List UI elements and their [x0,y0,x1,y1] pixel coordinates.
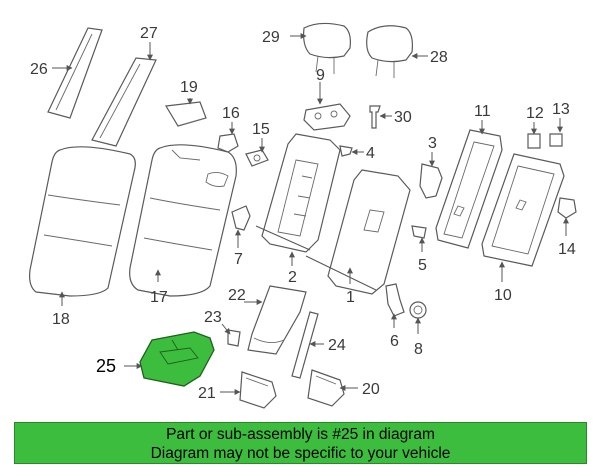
part-19-cover[interactable] [165,101,207,127]
label-6: 6 [390,333,399,350]
label-15: 15 [252,121,270,138]
part-18-backrest-cushion[interactable] [29,146,136,297]
label-12: 12 [526,105,544,122]
label-9: 9 [316,67,325,84]
part-22-panel[interactable] [247,285,307,355]
label-26: 26 [30,61,48,78]
part-29-headrest[interactable] [303,22,351,74]
label-8: 8 [414,341,423,358]
part-25-highlighted[interactable] [139,331,215,387]
part-23-bracket[interactable] [227,329,241,347]
label-11: 11 [474,103,491,120]
part-2-frame[interactable] [255,133,341,253]
label-27: 27 [140,25,158,42]
part-11-back-panel[interactable] [435,129,503,249]
part-5-bracket[interactable] [411,225,427,239]
part-10-back-panel[interactable] [481,153,565,267]
label-1: 1 [346,289,355,306]
label-14: 14 [558,241,576,258]
label-5: 5 [418,257,427,274]
label-19: 19 [180,79,198,96]
part-8-clip[interactable] [409,301,427,319]
part-7-bracket[interactable] [231,205,251,231]
banner-line-2: Diagram may not be specific to your vehi… [150,445,451,462]
part-3-bracket[interactable] [419,163,443,199]
part-13-clip[interactable] [549,133,563,147]
part-9-guide[interactable] [303,103,351,131]
label-16: 16 [222,105,240,122]
label-3: 3 [428,135,437,152]
label-30: 30 [394,109,412,126]
part-12-clip[interactable] [527,133,541,149]
label-13: 13 [552,101,570,118]
label-21: 21 [198,385,216,402]
label-4: 4 [366,145,375,162]
part-4-bolt[interactable] [339,145,353,157]
label-28: 28 [430,49,448,66]
label-7: 7 [234,251,243,268]
label-17: 17 [150,289,168,306]
part-21-block[interactable] [239,371,277,409]
part-24-trim-strip[interactable] [291,311,319,379]
label-2: 2 [288,269,297,286]
part-28-headrest[interactable] [366,25,413,78]
label-10: 10 [494,287,512,304]
part-20-block[interactable] [307,369,345,407]
part-1-frame[interactable] [305,169,411,295]
leader-lines [52,33,569,395]
label-29: 29 [262,29,280,46]
info-banner: Part or sub-assembly is #25 in diagram D… [14,422,587,464]
part-27-side-trim[interactable] [91,57,157,147]
part-16-clip[interactable] [217,133,239,153]
part-17-backrest-cushion[interactable] [129,144,237,297]
label-18: 18 [52,311,70,328]
label-25: 25 [96,356,116,376]
part-15-plate[interactable] [245,149,269,167]
part-26-side-trim[interactable] [47,27,103,119]
label-24: 24 [328,337,346,354]
label-22: 22 [228,287,246,304]
part-14-hook[interactable] [557,197,577,219]
label-23: 23 [204,309,222,326]
part-6-bracket[interactable] [385,283,405,317]
banner-line-1: Part or sub-assembly is #25 in diagram [166,426,435,443]
part-30-bolt[interactable] [369,105,381,129]
part-labels: 26 27 19 16 15 29 9 28 30 4 3 11 12 13 1… [30,25,576,402]
label-20: 20 [362,381,380,398]
